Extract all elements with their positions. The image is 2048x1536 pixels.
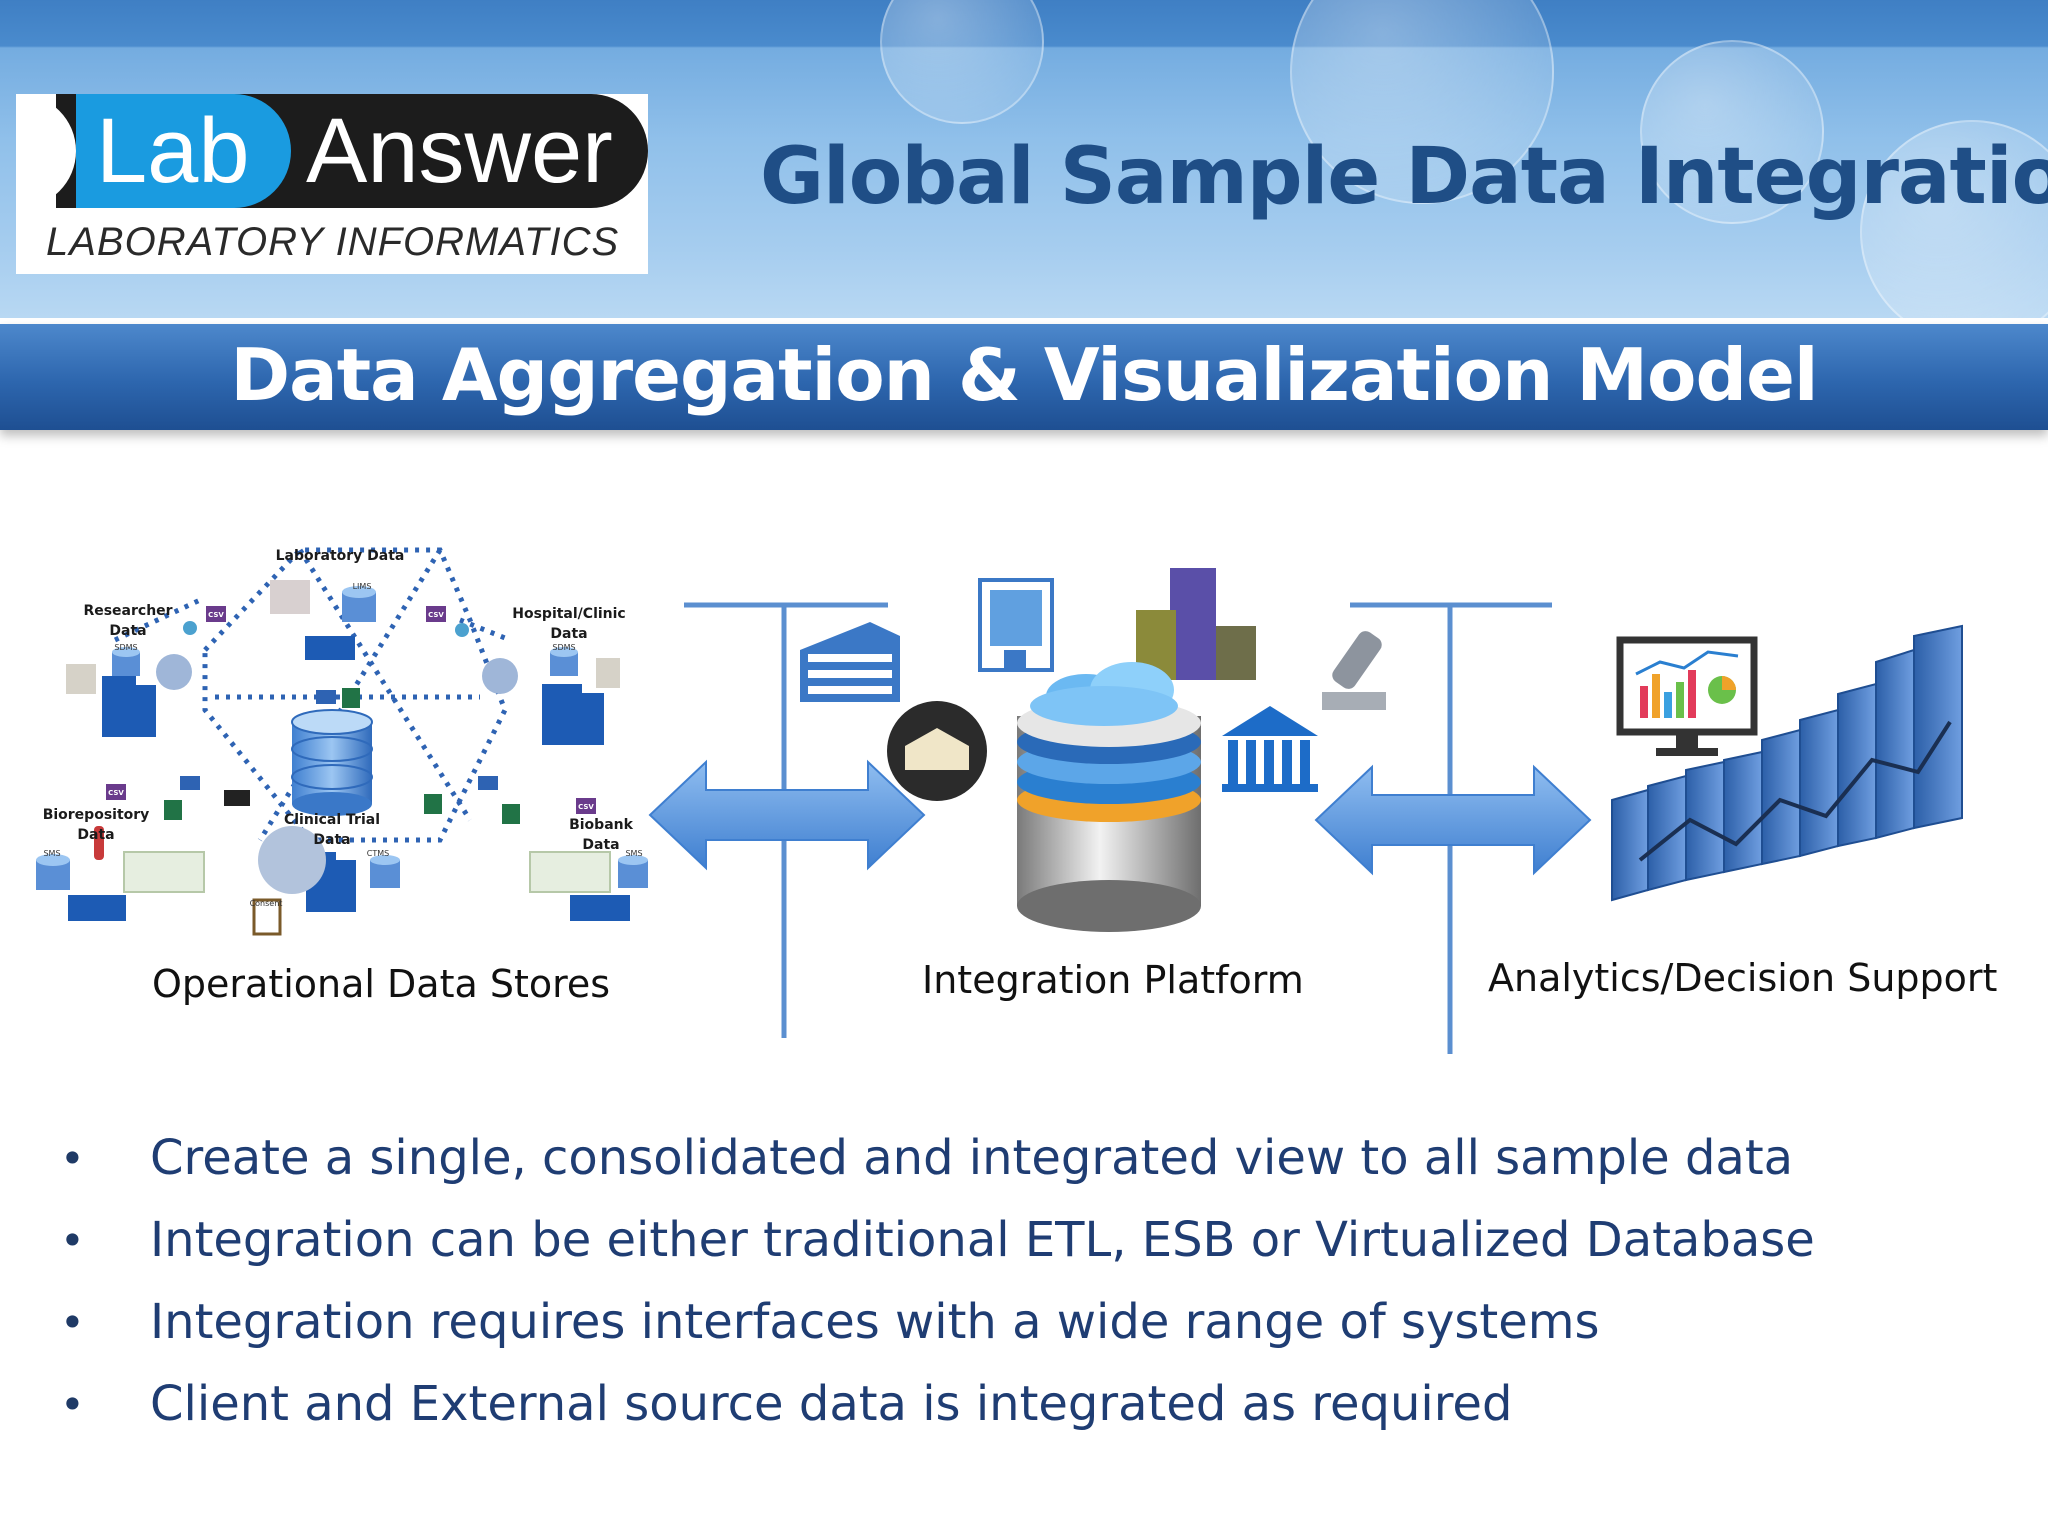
integration-diagram: Laboratory Data Researcher Data Hospital… bbox=[36, 547, 1963, 1054]
ctms-database-icon bbox=[370, 855, 400, 888]
building-icon bbox=[305, 636, 355, 660]
excel-icon bbox=[342, 688, 360, 708]
page-title: Global Sample Data Integration bbox=[760, 132, 2048, 222]
lab-equipment-icon bbox=[270, 580, 310, 614]
analytics-decision-support-caption: Analytics/Decision Support bbox=[1488, 956, 1998, 1000]
binary-data-icon bbox=[258, 826, 326, 894]
section-subtitle: Data Aggregation & Visualization Model bbox=[230, 333, 1818, 417]
biorepository-data-label: Biorepository bbox=[43, 807, 150, 823]
bullet-marker: • bbox=[60, 1134, 85, 1183]
clinical-trial-data-label: Data bbox=[313, 832, 350, 848]
csv-tag: CSV bbox=[108, 789, 124, 797]
lims-tag: LIMS bbox=[353, 582, 372, 591]
subtitle-band bbox=[0, 324, 2048, 430]
office-building-icon bbox=[800, 622, 900, 702]
clinical-trial-database-icon bbox=[291, 709, 373, 816]
bullet-marker: • bbox=[60, 1298, 85, 1347]
excel-icon bbox=[424, 794, 442, 814]
header-divider bbox=[0, 318, 2048, 322]
consent-form-icon bbox=[252, 898, 282, 936]
csv-tag: CSV bbox=[578, 803, 594, 811]
operational-data-stores-caption: Operational Data Stores bbox=[152, 962, 611, 1006]
excel-icon bbox=[502, 804, 520, 824]
laboratory-data-label: Laboratory Data bbox=[276, 548, 405, 564]
biorepository-data-label: Data bbox=[77, 827, 114, 843]
sdms-tag: SDMS bbox=[552, 643, 575, 652]
cloud-database-icon bbox=[1017, 662, 1201, 932]
sdms-database-icon bbox=[550, 647, 578, 676]
email-icon bbox=[180, 776, 200, 790]
csv-tag: CSV bbox=[208, 611, 224, 619]
hospital-clinic-data-label: Data bbox=[550, 626, 587, 642]
bullet-marker: • bbox=[60, 1380, 85, 1429]
sample-rack-icon bbox=[123, 851, 205, 893]
right-double-arrow bbox=[1314, 764, 1592, 876]
sms-tag: SMS bbox=[625, 849, 642, 858]
building-icon bbox=[68, 895, 126, 921]
company-logo: Lab Answer LABORATORY INFORMATICS bbox=[16, 94, 648, 274]
header-decoration bbox=[1640, 40, 1824, 224]
bullet-marker: • bbox=[60, 1216, 85, 1265]
bar-chart-3d-icon bbox=[1611, 624, 1963, 902]
laptop-icon bbox=[224, 790, 250, 806]
bank-icon bbox=[1222, 706, 1318, 792]
building-icon bbox=[102, 676, 156, 737]
lab-equipment-icon bbox=[66, 664, 96, 694]
email-icon bbox=[478, 776, 498, 790]
government-building-icon bbox=[887, 701, 987, 801]
operational-data-stores-cluster: Laboratory Data Researcher Data Hospital… bbox=[36, 547, 648, 936]
biobank-data-label: Data bbox=[582, 837, 619, 853]
bullet-text: Integration requires interfaces with a w… bbox=[150, 1294, 1600, 1350]
sms-database-icon bbox=[618, 855, 648, 888]
sdms-database-icon bbox=[112, 647, 140, 676]
lab-equipment-icon bbox=[596, 658, 620, 688]
logo-tagline: LABORATORY INFORMATICS bbox=[46, 220, 620, 264]
csv-tag: CSV bbox=[428, 611, 444, 619]
header-decoration bbox=[1290, 0, 1554, 204]
clinical-trial-data-label: Clinical Trial bbox=[284, 812, 380, 828]
bullet-text: Create a single, consolidated and integr… bbox=[150, 1130, 1794, 1186]
biobank-data-label: Biobank bbox=[569, 817, 634, 833]
left-double-arrow bbox=[648, 759, 926, 871]
header-decoration bbox=[880, 0, 1044, 124]
logo-answer-text: Answer bbox=[306, 100, 613, 202]
hospital-clinic-data-label: Hospital/Clinic bbox=[512, 606, 625, 622]
csv-file-icon bbox=[576, 798, 596, 814]
building-icon bbox=[570, 895, 630, 921]
sms-database-icon bbox=[36, 854, 70, 890]
researcher-data-label: Researcher bbox=[83, 603, 172, 619]
globe-icon bbox=[455, 623, 469, 637]
monitor-chart-icon bbox=[1616, 636, 1758, 756]
bullet-text: Integration can be either traditional ET… bbox=[150, 1212, 1815, 1268]
microscope-icon bbox=[1322, 631, 1386, 710]
skyscraper-icon bbox=[1136, 568, 1256, 680]
researcher-data-label: Data bbox=[109, 623, 146, 639]
header-decoration bbox=[1860, 120, 2048, 318]
binary-data-icon bbox=[482, 658, 518, 694]
hospital-building-icon bbox=[978, 578, 1054, 672]
trend-line bbox=[1638, 720, 1952, 862]
integration-platform-caption: Integration Platform bbox=[922, 958, 1304, 1002]
building-icon bbox=[542, 684, 604, 745]
analytics-group bbox=[1611, 624, 1963, 902]
excel-icon bbox=[164, 800, 182, 820]
email-icon bbox=[316, 690, 336, 704]
sms-tag: SMS bbox=[43, 849, 60, 858]
csv-file-icon bbox=[206, 606, 226, 622]
binary-data-icon bbox=[156, 654, 192, 690]
globe-icon bbox=[183, 621, 197, 635]
sample-rack-icon bbox=[529, 851, 611, 893]
logo-lab-text: Lab bbox=[96, 100, 250, 202]
bullet-text: Client and External source data is integ… bbox=[150, 1376, 1513, 1432]
sdms-tag: SDMS bbox=[114, 643, 137, 652]
consent-tag: Consent bbox=[250, 899, 283, 908]
logo-lab-pill bbox=[76, 94, 291, 208]
ctms-tag: CTMS bbox=[367, 849, 389, 858]
csv-file-icon bbox=[426, 606, 446, 622]
integration-platform-group bbox=[800, 568, 1386, 932]
csv-file-icon bbox=[106, 784, 126, 800]
lims-database-icon bbox=[342, 586, 376, 622]
sample-tube-icon bbox=[94, 826, 104, 860]
